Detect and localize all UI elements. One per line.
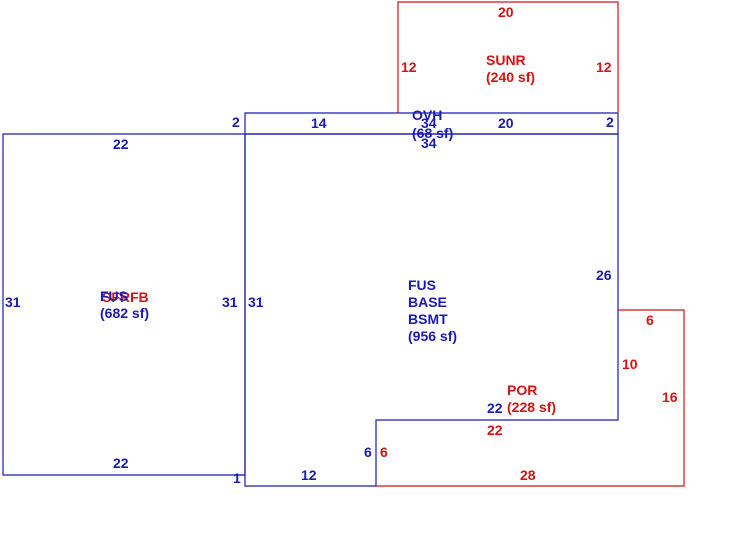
sunroom-outline [397,1,619,113]
dim-one: 1 [233,470,241,486]
dim-porch-10: 10 [622,356,638,372]
dim-sunroom-top: 20 [498,4,514,20]
main-area-line2: BASE [408,294,447,310]
dim-overhang-20: 20 [498,115,514,131]
main-house-outline [244,133,619,487]
left-area-name-red: SFRFB [102,289,149,305]
dim-overhang-right: 2 [606,114,614,130]
dim-overhang-34-bottom: 34 [421,135,437,151]
dim-porch-step: 6 [380,444,388,460]
porch-outline [376,309,685,487]
sunroom-area: (240 sf) [486,69,535,85]
dim-porch-28: 28 [520,467,536,483]
porch-area: (228 sf) [507,399,556,415]
left-area-name-blue: FUS [100,288,128,304]
dim-sunroom-right: 12 [596,59,612,75]
dim-overhang-14: 14 [311,115,327,131]
dim-overhang-left: 2 [232,114,240,130]
dim-main-right: 26 [596,267,612,283]
dim-left-outer: 31 [5,294,21,310]
dim-porch-top: 6 [646,312,654,328]
dim-left-top: 22 [113,136,129,152]
dim-porch-16: 16 [662,389,678,405]
main-area-line3: BSMT [408,311,448,327]
left-area-size: (682 sf) [100,305,149,321]
dim-porch-22: 22 [487,422,503,438]
porch-name: POR [507,382,537,398]
dim-left-bottom: 22 [113,455,129,471]
dim-main-step: 6 [364,444,372,460]
main-area-size: (956 sf) [408,328,457,344]
dim-sunroom-left: 12 [401,59,417,75]
overhang-area: (68 sf) [412,125,453,141]
sunroom-name: SUNR [486,52,526,68]
overhang-name: OVH [412,107,442,123]
main-area-line1: FUS [408,277,436,293]
dim-main-bottom: 12 [301,467,317,483]
dim-main-notch: 22 [487,400,503,416]
dim-main-left: 31 [248,294,264,310]
dim-left-inner: 31 [222,294,238,310]
dim-overhang-34-top: 34 [421,115,437,131]
